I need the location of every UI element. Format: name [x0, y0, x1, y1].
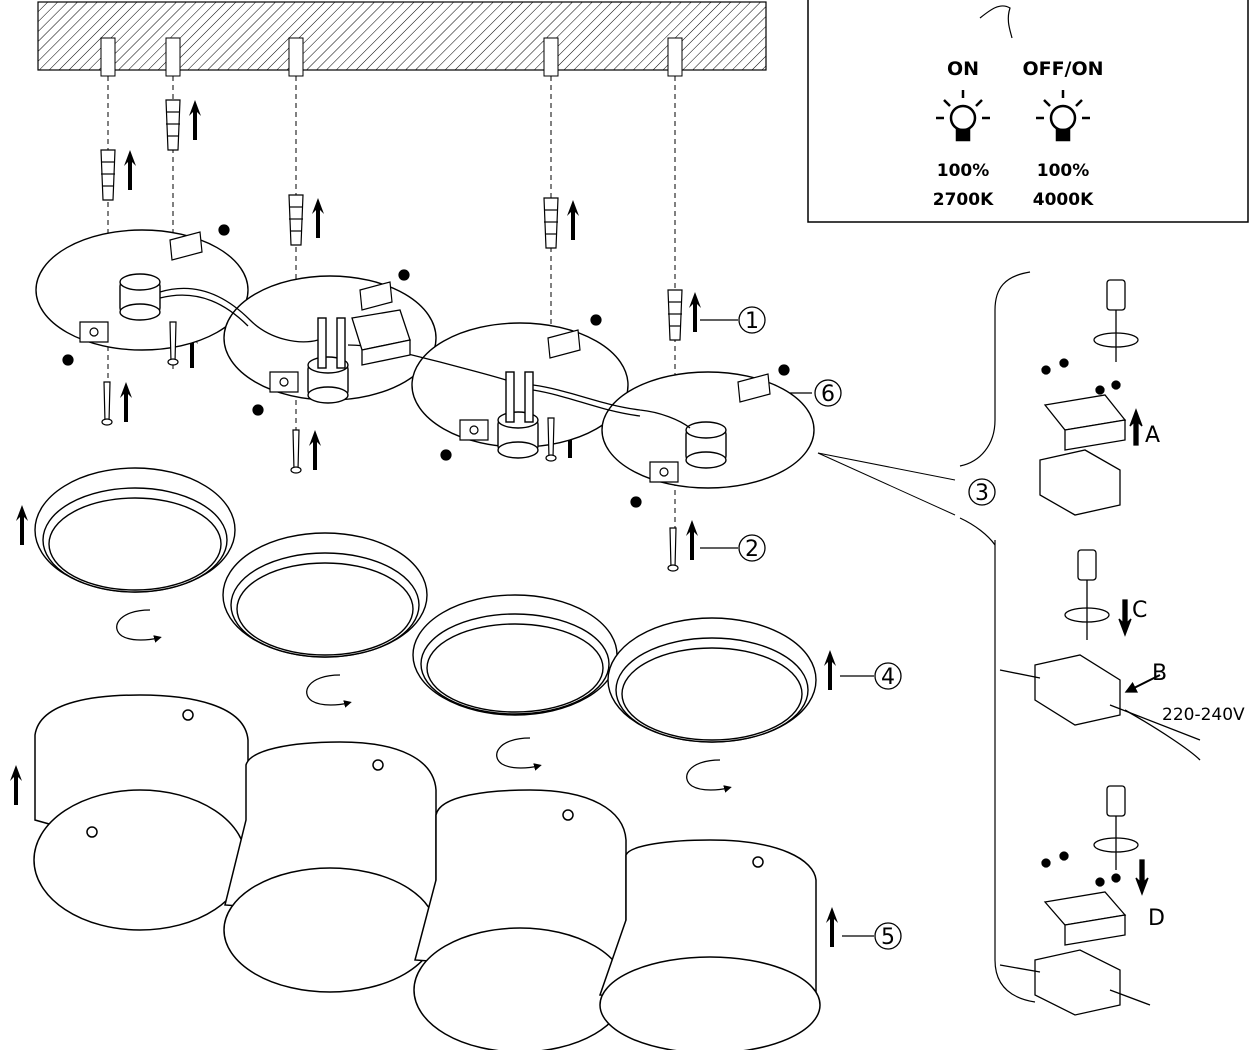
diffuser-ring: [222, 532, 428, 658]
diffuser-ring: [412, 594, 618, 716]
step-label-2: 2: [745, 537, 759, 562]
screw-icon: [167, 321, 179, 366]
mode-offon-title: OFF/ON: [1022, 58, 1103, 80]
voltage-label: 220-240V: [1162, 705, 1245, 725]
sub-step-c: C: [1132, 598, 1147, 623]
step-callouts: [700, 306, 996, 950]
screw-group: [62, 224, 790, 572]
mode-on-brightness: 100%: [937, 161, 990, 181]
sub-step-a: A: [1145, 423, 1160, 448]
wall-plug-icon: [100, 149, 116, 201]
diffuser-ring: [34, 467, 236, 593]
wall-plug-icon: [165, 99, 181, 151]
screwdriver-icon: [1093, 785, 1139, 870]
terminal-box-on-plate: [351, 309, 411, 366]
lamp-holder-group: [119, 273, 727, 469]
screwdriver-icon: [1064, 549, 1110, 640]
step-label-5: 5: [881, 925, 895, 950]
terminal-detail-d: [999, 785, 1151, 1016]
step-label-3: 3: [975, 481, 989, 506]
lamp-shade: [33, 694, 249, 931]
wall-plug-icon: [288, 194, 304, 246]
sub-step-d: D: [1148, 906, 1165, 931]
lamp-shade-group: [33, 694, 821, 1050]
screw-icon: [667, 527, 679, 572]
wall-plug-icon: [667, 289, 683, 341]
wall-plug-icon: [543, 197, 559, 249]
detail-bracket: [817, 271, 1036, 1003]
mode-offon-brightness: 100%: [1037, 161, 1090, 181]
step-label-6: 6: [821, 382, 835, 407]
lamp-holder-icon: [119, 273, 161, 321]
ceiling: [37, 1, 767, 77]
step-label-4: 4: [881, 665, 895, 690]
diffuser-ring-group: [34, 467, 817, 743]
bulb-on-icon: [936, 90, 990, 142]
lamp-shade: [413, 789, 627, 1050]
step-label-1: 1: [745, 309, 759, 334]
terminal-detail-a: [1039, 279, 1143, 516]
screw-icon: [545, 417, 557, 462]
terminal-detail-c: [999, 549, 1201, 896]
mode-on-title: ON: [947, 58, 979, 80]
mode-offon-temperature: 4000K: [1033, 190, 1094, 210]
rotate-arrow-icons: [116, 609, 732, 793]
screw-icon: [290, 429, 302, 474]
wall-plug-group: [100, 99, 683, 341]
mode-on-temperature: 2700K: [933, 190, 994, 210]
sub-step-b: B: [1152, 661, 1167, 686]
wiring: [159, 287, 691, 429]
lamp-shade: [223, 741, 437, 993]
screwdriver-icon: [1093, 279, 1139, 362]
bulb-offon-icon: [1036, 90, 1090, 142]
lamp-shade: [598, 839, 821, 1050]
up-arrow-icons: [10, 100, 838, 947]
diffuser-ring: [607, 617, 817, 743]
lamp-holder-icon: [685, 421, 727, 469]
screw-icon: [101, 381, 113, 426]
bracket-group: [79, 231, 771, 483]
switch-info-panel: [807, 0, 1249, 223]
